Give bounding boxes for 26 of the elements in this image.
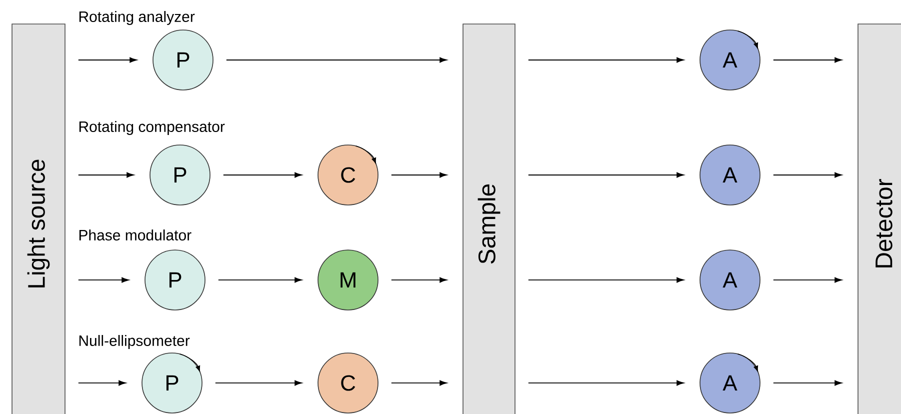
row-title: Null-ellipsometer (79, 335, 190, 349)
instrument-bar: Detector (858, 24, 901, 414)
arrow (218, 277, 302, 283)
arrow (78, 277, 129, 283)
arrow (390, 277, 447, 283)
arrow (528, 57, 684, 63)
instrument-bar: Light source (12, 24, 66, 414)
instrument-bar: Sample (462, 24, 516, 414)
arrow (528, 277, 684, 283)
arrow (772, 57, 842, 63)
arrow (390, 380, 447, 386)
arrow (528, 172, 684, 178)
arrow (528, 380, 684, 386)
arrow (78, 57, 137, 63)
arrow (390, 172, 447, 178)
arrow (78, 380, 126, 386)
arrow (78, 172, 134, 178)
arrow (772, 172, 842, 178)
arrow (214, 380, 302, 386)
arrow (772, 277, 842, 283)
row-title: Rotating compensator (79, 121, 225, 135)
row-title: Phase modulator (79, 229, 192, 240)
arrow (772, 380, 842, 386)
arrow (226, 57, 447, 63)
row-title: Rotating analyzer (79, 11, 195, 25)
arrow (222, 172, 302, 178)
